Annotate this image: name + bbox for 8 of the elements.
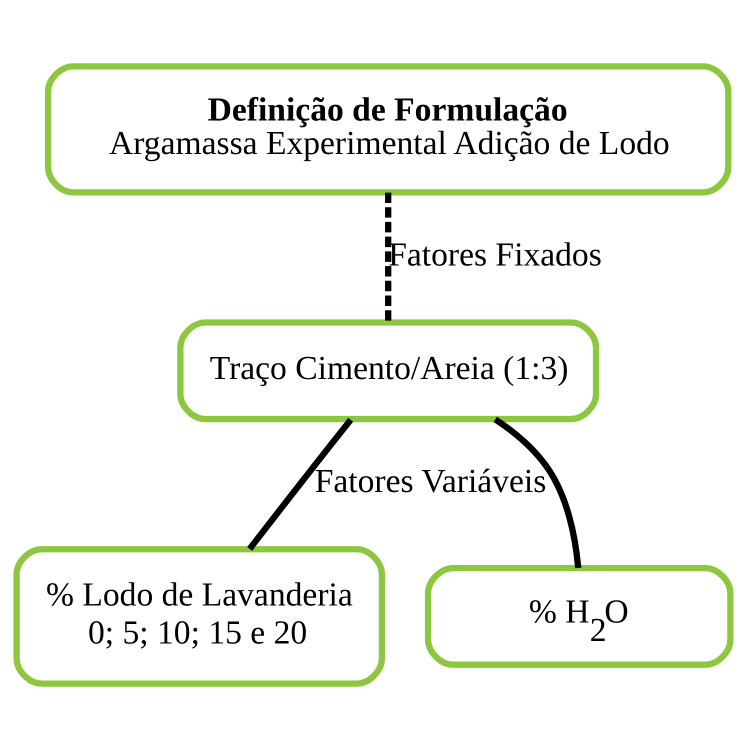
edge-label: Fatores Variáveis [314, 462, 546, 500]
node-box: Traço Cimento/Areia (1:3) [177, 318, 600, 422]
connector [247, 417, 354, 550]
connector [385, 192, 392, 322]
node-box: % Lodo de Lavanderia 0; 5; 10; 15 e 20 [13, 546, 386, 686]
edge-label: Fatores Fixados [388, 236, 602, 273]
node-box: Definição de Formulação Argamassa Experimental Adição de Lodo [44, 62, 732, 196]
connector [493, 416, 582, 568]
